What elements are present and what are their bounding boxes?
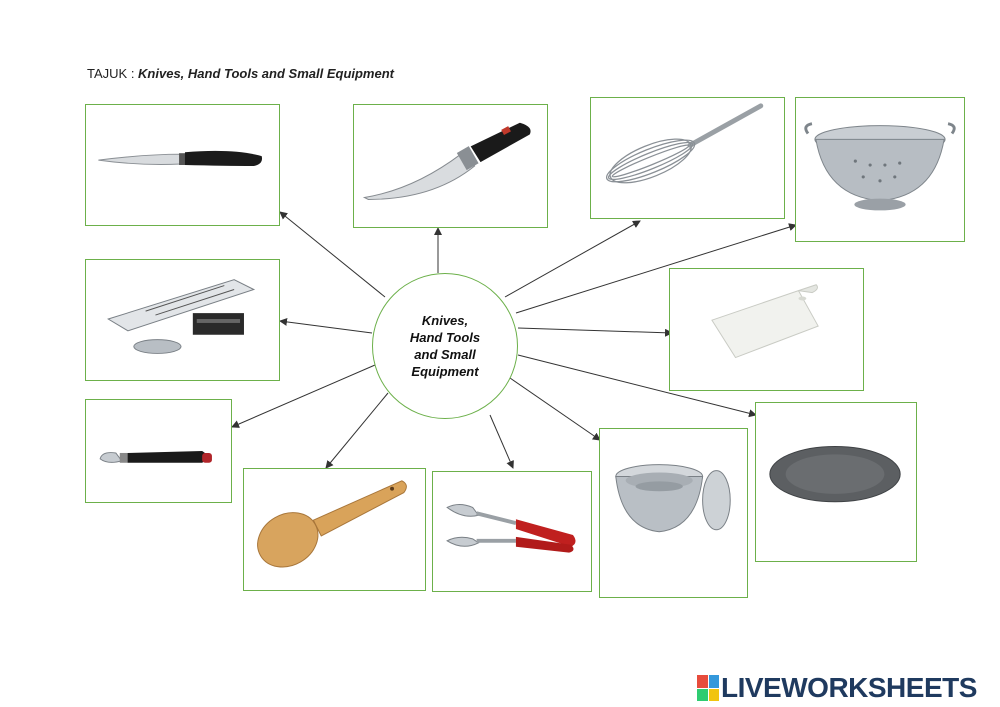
chef-knife-icon (354, 105, 547, 227)
item-box-colander[interactable] (795, 97, 965, 242)
item-box-mixing-bowls[interactable] (599, 428, 748, 598)
title-prefix: TAJUK : (87, 66, 138, 81)
item-box-chef-knife[interactable] (353, 104, 548, 228)
arrow-to-mixing-bowls (510, 378, 600, 440)
item-box-whisk[interactable] (590, 97, 785, 219)
item-box-plate[interactable] (755, 402, 917, 562)
mixing-bowls-icon (600, 429, 747, 597)
logo-text: LIVEWORKSHEETS (721, 672, 977, 704)
peeler-icon (86, 400, 231, 502)
liveworksheets-logo: LIVEWORKSHEETS (697, 672, 977, 704)
central-topic-node: Knives, Hand Tools and Small Equipment (372, 273, 518, 419)
central-topic-label: Knives, Hand Tools and Small Equipment (390, 312, 500, 380)
item-box-mandoline-slicer[interactable] (85, 259, 280, 381)
page-title: TAJUK : Knives, Hand Tools and Small Equ… (87, 66, 394, 81)
item-box-tongs[interactable] (432, 471, 592, 592)
arrow-to-cutting-board (518, 328, 672, 333)
arrow-to-mandoline (280, 321, 372, 333)
wooden-spoon-icon (244, 469, 425, 590)
plate-icon (756, 403, 916, 561)
item-box-wooden-spoon[interactable] (243, 468, 426, 591)
whisk-icon (591, 98, 784, 218)
item-box-paring-knife[interactable] (85, 104, 280, 226)
paring-knife-icon (86, 105, 279, 225)
tongs-icon (433, 472, 591, 591)
item-box-cutting-board[interactable] (669, 268, 864, 391)
logo-blocks-icon (697, 675, 719, 701)
mandoline-slicer-icon (86, 260, 279, 380)
arrow-to-wooden-spoon (326, 393, 388, 468)
item-box-peeler[interactable] (85, 399, 232, 503)
arrow-to-whisk (505, 221, 640, 297)
colander-icon (796, 98, 964, 241)
cutting-board-icon (670, 269, 863, 390)
title-topic: Knives, Hand Tools and Small Equipment (138, 66, 394, 81)
arrow-to-tongs (490, 415, 513, 468)
